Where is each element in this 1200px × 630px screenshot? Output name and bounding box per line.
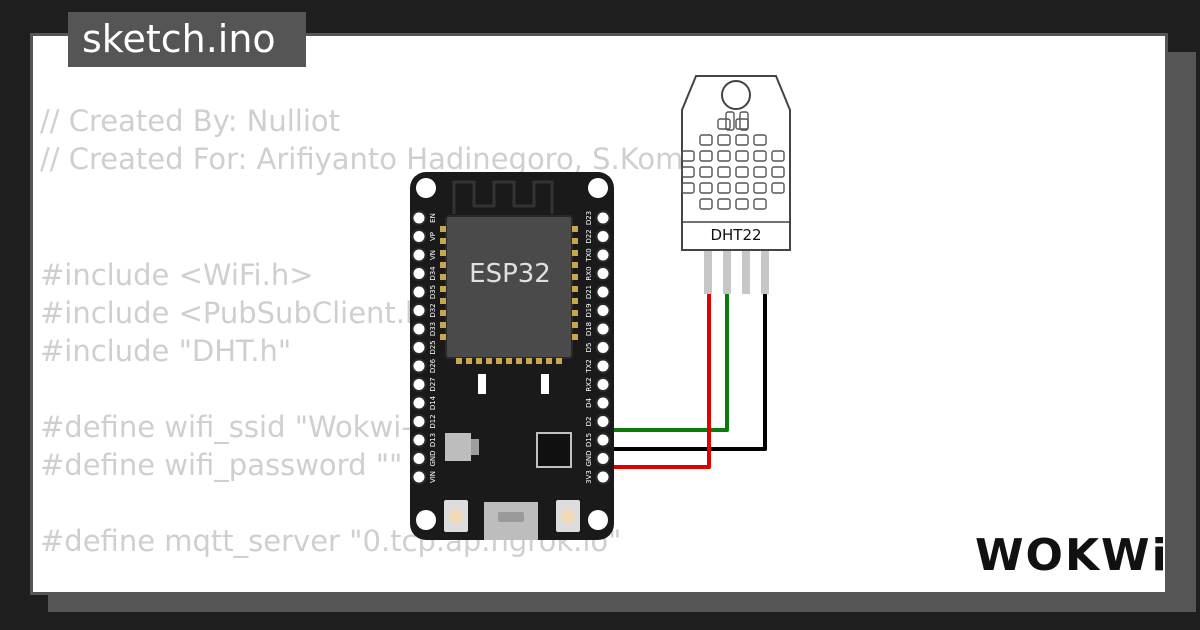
pin-d18[interactable] (595, 321, 611, 337)
pin-label: D23 (585, 211, 593, 225)
pin-label: VN (429, 250, 437, 260)
sensor-label: DHT22 (710, 226, 761, 244)
pin-label: TX0 (585, 248, 593, 263)
pin-label: RX2 (585, 377, 593, 391)
code-line: #include <WiFi.h> (40, 258, 314, 292)
code-line: #define wifi_password "" (40, 448, 403, 482)
pin-label: VP (429, 232, 437, 241)
pin-d26[interactable] (411, 358, 427, 374)
pin-d14[interactable] (411, 395, 427, 411)
usb-chip (536, 432, 572, 468)
pin-label: D26 (429, 358, 437, 373)
pin-vin[interactable] (411, 469, 427, 485)
pin-en[interactable] (411, 210, 427, 226)
wire-black (602, 290, 767, 451)
pin-label: TX2 (585, 359, 593, 374)
pin-label: D4 (585, 398, 593, 408)
pin-d34[interactable] (411, 266, 427, 281)
pin-label: D32 (429, 303, 437, 317)
pin-d12[interactable] (411, 414, 427, 429)
pin-label: D21 (585, 285, 593, 299)
pin-label: D33 (429, 322, 437, 336)
pin-label: D12 (429, 414, 437, 428)
board-label: ESP32 (469, 259, 551, 289)
pin-label: VIN (429, 471, 437, 483)
pin-d35[interactable] (411, 284, 427, 300)
pin-vp[interactable] (411, 229, 427, 244)
wire-red (602, 290, 711, 469)
pin-label: D22 (585, 229, 593, 243)
pin-label: GND (585, 450, 593, 466)
pin-d5[interactable] (595, 340, 611, 355)
pin-label: D27 (429, 377, 437, 391)
dht22-sensor[interactable]: DHT22 (681, 75, 791, 294)
pin-label: 3V3 (585, 470, 593, 484)
pin-d27[interactable] (411, 377, 427, 392)
code-line: // Created By: Nulliot (40, 104, 341, 138)
pin-label: D5 (585, 343, 593, 353)
pin-d23[interactable] (595, 210, 611, 226)
pin-label: D35 (429, 285, 437, 299)
wire-green (602, 290, 729, 432)
code-line: #include "DHT.h" (40, 334, 292, 368)
pin-d25[interactable] (411, 340, 427, 355)
pin-d33[interactable] (411, 321, 427, 337)
pin-label: EN (429, 213, 437, 223)
pin-rx0[interactable] (595, 266, 611, 281)
pin-label: D19 (585, 303, 593, 317)
pin-d13[interactable] (411, 432, 427, 448)
pin-label: D13 (429, 433, 437, 447)
pin-gnd[interactable] (411, 451, 427, 466)
esp32-board[interactable]: ESP32 ENVPVND34D35D32D33D25D26D27D14D12D… (410, 172, 614, 540)
file-tab[interactable]: sketch.ino (68, 12, 306, 67)
code-line: #include <PubSubClient.h> (40, 296, 448, 330)
pin-label: D15 (585, 433, 593, 447)
pin-label: D18 (585, 322, 593, 336)
pin-d32[interactable] (411, 303, 427, 318)
wokwi-logo: WOKWi (975, 530, 1169, 581)
pin-rx2[interactable] (595, 377, 611, 392)
pin-tx2[interactable] (595, 358, 611, 374)
code-line: // Created For: Arifiyanto Hadinegoro, S… (40, 142, 763, 176)
pin-gnd[interactable] (595, 451, 611, 466)
pin-d19[interactable] (595, 303, 611, 318)
pin-d2[interactable] (595, 414, 611, 429)
pin-label: RX0 (585, 266, 593, 280)
pin-vn[interactable] (411, 247, 427, 263)
pin-d4[interactable] (595, 395, 611, 411)
pin-d21[interactable] (595, 284, 611, 300)
pin-label: D14 (429, 395, 437, 410)
pin-label: GND (429, 450, 437, 466)
pin-label: D25 (429, 340, 437, 354)
pin-label: D2 (585, 417, 593, 427)
pin-3v3[interactable] (595, 469, 611, 485)
pin-tx0[interactable] (595, 247, 611, 263)
pin-d22[interactable] (595, 229, 611, 244)
pin-d15[interactable] (595, 432, 611, 448)
pin-label: D34 (429, 266, 437, 281)
